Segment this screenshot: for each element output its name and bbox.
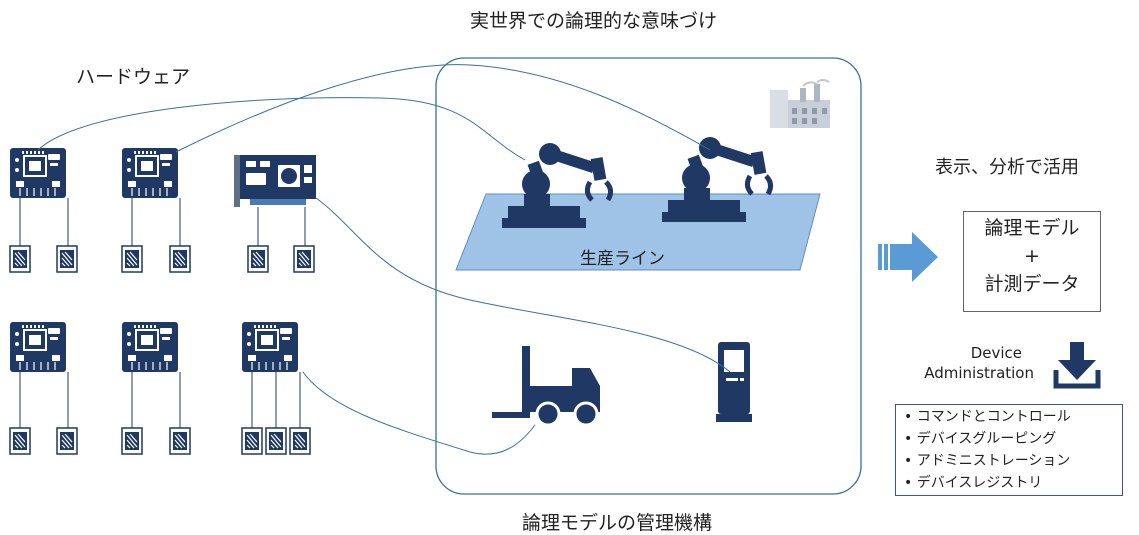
device-admin-line: Device [970,344,1022,362]
sensor-chip-icon [56,245,78,273]
circuit-board-icon [9,147,67,199]
logical-model-container [435,57,862,495]
circuit-board-icon [121,147,179,199]
model-box-line: 計測データ [984,273,1080,295]
sensor-chip-icon [241,427,263,455]
sensor-chip-icon [293,245,315,273]
management-title: 論理モデルの管理機構 [522,512,713,534]
sensor-chip-icon [56,427,78,455]
list-item: • コマンドとコントロール [904,409,1071,425]
device-admin-line: Administration [924,364,1034,382]
device-administration-label: Device Administration [900,343,1034,383]
production-line-label: 生産ライン [580,249,665,269]
arrow-right-icon [878,232,938,282]
download-icon [1053,342,1101,389]
list-item: • アドミニストレーション [904,453,1071,469]
kiosk-icon [716,342,752,422]
circuit-board-icon [234,155,316,207]
sensor-chip-icon [169,245,191,273]
circuit-board-icon [9,321,67,373]
sensor-chip-icon [121,427,143,455]
real-world-title: 実世界での論理的な意味づけ [470,10,718,32]
list-item: • デバイスレジストリ [904,475,1043,491]
sensor-chip-icon [9,245,31,273]
model-box-plus: + [1024,245,1040,267]
hardware-title: ハードウェア [76,66,191,88]
circuit-board-icon [241,321,299,373]
factory-icon [770,79,830,128]
list-item: • デバイスグルーピング [904,431,1057,447]
usage-title: 表示、分析で活用 [935,157,1079,178]
model-box-line: 論理モデル [984,217,1080,239]
sensor-chip-icon [121,245,143,273]
model-data-box: 論理モデル + 計測データ [963,211,1101,312]
circuit-board-icon [121,321,179,373]
forklift-icon [492,346,600,427]
sensor-chip-icon [265,427,287,455]
sensor-chip-icon [9,427,31,455]
sensor-chip-icon [289,427,311,455]
feature-list: • コマンドとコントロール • デバイスグルーピング • アドミニストレーション… [895,404,1123,496]
sensor-chip-icon [247,245,269,273]
sensor-chip-icon [169,427,191,455]
mapping-connections [37,64,731,455]
